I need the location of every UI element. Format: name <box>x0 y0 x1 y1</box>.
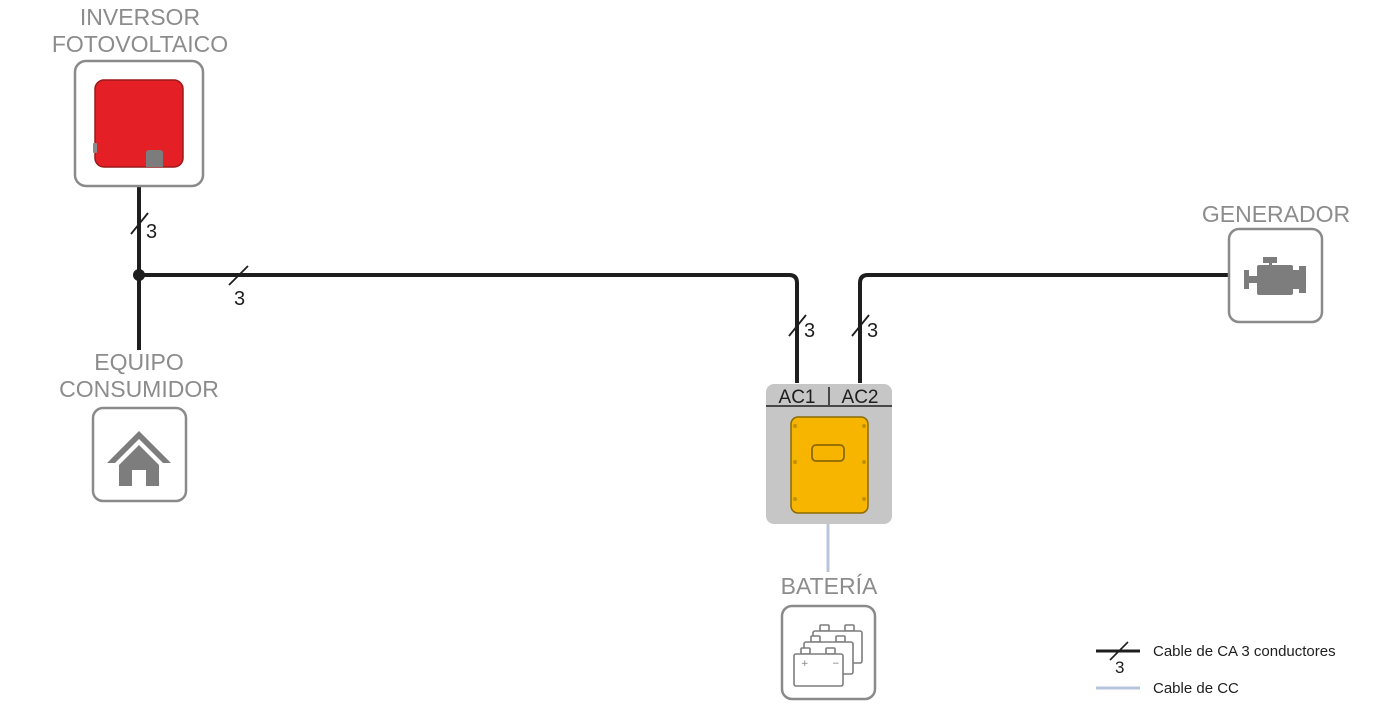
marker-slash <box>130 212 149 235</box>
pv-inverter-label-line1: INVERSOR <box>80 4 200 30</box>
marker-slash <box>228 265 249 286</box>
battery-label: BATERÍA <box>781 573 878 599</box>
legend: 3 Cable de CA 3 conductores Cable de CC <box>1096 641 1336 697</box>
legend-ac-label: Cable de CA 3 conductores <box>1153 643 1336 660</box>
consumer-label-line1: EQUIPO <box>94 349 183 375</box>
conductor-markers: 3 3 3 3 <box>130 212 878 342</box>
pv-inverter: INVERSOR FOTOVOLTAICO <box>52 4 228 188</box>
marker-count-inverter: 3 <box>146 221 157 243</box>
consumer-label-line2: CONSUMIDOR <box>59 376 219 402</box>
marker-count-ac2: 3 <box>867 320 878 342</box>
pv-inverter-label-line2: FOTOVOLTAICO <box>52 31 228 57</box>
marker-count-junction: 3 <box>234 288 245 310</box>
port-ac2-label: AC2 <box>842 387 879 408</box>
svg-text:−: − <box>832 659 840 669</box>
legend-ac-count: 3 <box>1115 658 1124 677</box>
marker-count-ac1: 3 <box>804 320 815 342</box>
legend-ac-slash <box>1109 641 1129 661</box>
svg-text:+: + <box>801 659 809 669</box>
ac2-generator-cable <box>858 273 1230 383</box>
ac1-cable <box>139 273 799 383</box>
pv-inverter-icon <box>93 79 184 168</box>
engine-icon <box>1244 257 1306 295</box>
marker-slash <box>851 314 870 337</box>
marker-slash <box>788 314 807 337</box>
battery: BATERÍA + − <box>781 573 878 701</box>
battery-inverter: AC1 AC2 <box>766 384 892 524</box>
consumer-label-backdrop <box>40 350 240 406</box>
ac-wiring <box>133 186 1230 383</box>
consumer: EQUIPO CONSUMIDOR <box>40 349 240 503</box>
battery-bank-icon: + − <box>793 624 863 687</box>
legend-dc-label: Cable de CC <box>1153 680 1239 697</box>
generator-label: GENERADOR <box>1202 201 1350 227</box>
generator: GENERADOR <box>1202 201 1350 324</box>
junction-node <box>133 269 145 281</box>
battery-inverter-icon <box>790 416 869 514</box>
house-icon <box>107 431 171 486</box>
port-ac1-label: AC1 <box>779 387 816 408</box>
